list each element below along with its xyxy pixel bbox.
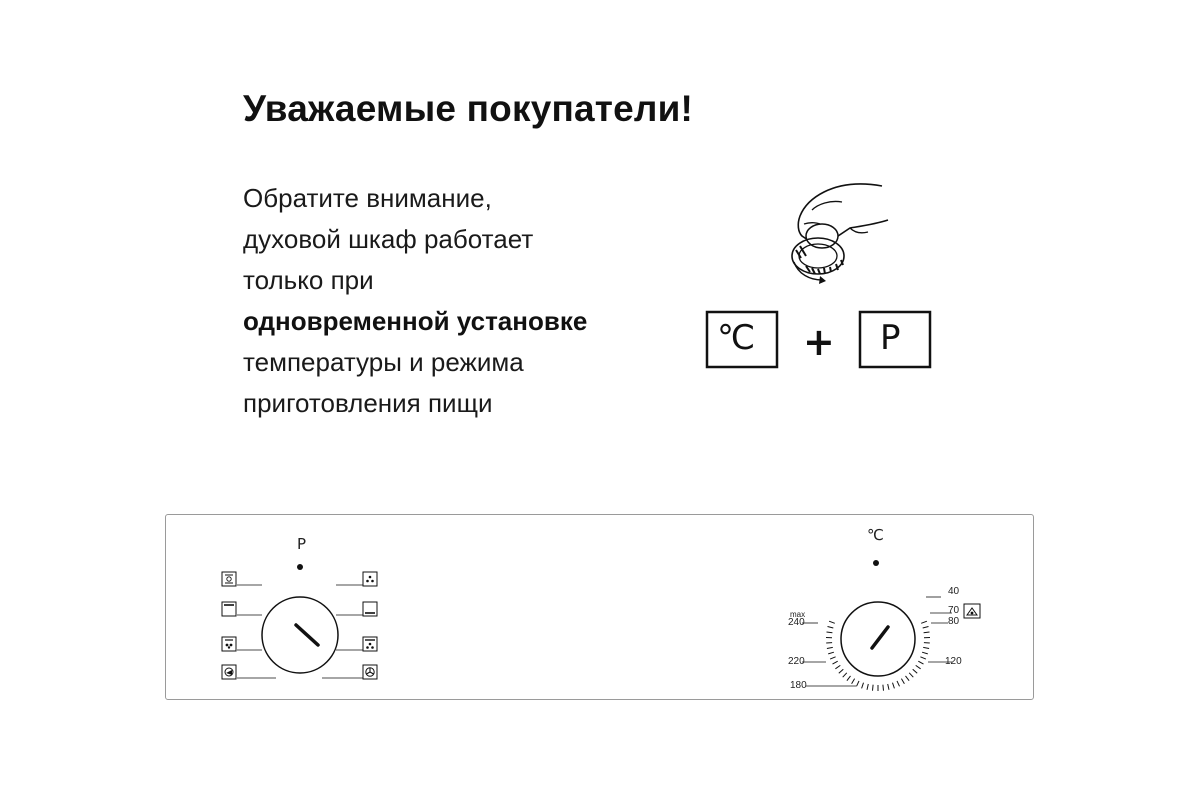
mode-box bbox=[858, 310, 932, 369]
temperature-scale-ticks bbox=[825, 620, 931, 691]
top-bottom-fan-icon bbox=[221, 571, 237, 587]
mode-indicator-dot bbox=[297, 564, 303, 570]
top-heat-icon bbox=[221, 601, 237, 617]
temperature-scale-tick bbox=[896, 680, 900, 687]
temperature-scale-tick bbox=[842, 672, 848, 678]
temperature-scale-tick bbox=[866, 683, 869, 690]
bottom-fan-icon bbox=[221, 636, 237, 652]
temperature-scale-tick bbox=[829, 656, 836, 660]
top-fan-icon bbox=[362, 636, 378, 652]
convection-icon bbox=[362, 664, 378, 680]
temperature-scale-tick bbox=[856, 680, 860, 687]
notice-line: приготовления пищи bbox=[243, 388, 493, 418]
temperature-scale-tick bbox=[826, 646, 833, 649]
notice-line: температуры и режима bbox=[243, 347, 524, 377]
temperature-scale-tick bbox=[892, 682, 895, 689]
temperature-scale-tick bbox=[920, 656, 927, 660]
temperature-max-label: max bbox=[790, 610, 806, 619]
temperature-label-70: 70 bbox=[948, 605, 960, 616]
temperature-scale-tick bbox=[905, 675, 910, 681]
temperature-scale-tick bbox=[851, 678, 856, 685]
temperature-label-40: 40 bbox=[948, 586, 960, 597]
temperature-scale-tick bbox=[921, 651, 928, 655]
temperature-scale-tick bbox=[872, 684, 874, 691]
notice-line: Обратите внимание, bbox=[243, 183, 492, 213]
mode-symbol: P bbox=[880, 318, 901, 358]
temperature-scale-tick bbox=[912, 668, 918, 674]
temperature-knob[interactable] bbox=[840, 601, 916, 677]
mode-knob[interactable] bbox=[261, 596, 339, 674]
temperature-label-80: 80 bbox=[948, 616, 960, 627]
notice-text: Обратите внимание, духовой шкаф работает… bbox=[243, 178, 683, 424]
temperature-scale-tick bbox=[918, 660, 924, 665]
temperature-indicator-dot bbox=[873, 560, 879, 566]
notice-line: только при bbox=[243, 265, 374, 295]
temperature-scale-tick bbox=[900, 678, 905, 685]
temperature-scale-tick bbox=[828, 651, 835, 655]
control-panel-drawing bbox=[221, 560, 981, 691]
temperature-scale-tick bbox=[846, 675, 851, 681]
temperature-scale-tick bbox=[835, 664, 841, 670]
temperature-scale-tick bbox=[923, 631, 930, 634]
notice-line: духовой шкаф работает bbox=[243, 224, 534, 254]
plus-sign: + bbox=[803, 320, 835, 364]
temperature-scale-tick bbox=[882, 684, 884, 691]
temperature-scale-tick bbox=[838, 668, 844, 674]
temperature-scale-tick bbox=[828, 620, 835, 624]
temperature-label-180: 180 bbox=[790, 680, 807, 691]
notice-line-emphasis: одновременной установке bbox=[243, 306, 588, 336]
bottom-heat-icon bbox=[362, 601, 378, 617]
temperature-scale-tick bbox=[861, 682, 864, 689]
temperature-box bbox=[705, 310, 779, 369]
temperature-label-120: 120 bbox=[945, 656, 962, 667]
temperature-label-240: 240 bbox=[788, 617, 805, 628]
temperature-symbol: ℃ bbox=[717, 318, 756, 358]
temperature-scale-tick bbox=[921, 620, 928, 624]
fan-icon bbox=[362, 571, 378, 587]
temperature-scale-tick bbox=[908, 672, 914, 678]
hand-turning-knob-icon bbox=[705, 183, 932, 369]
grill-fan-icon bbox=[221, 664, 237, 680]
temperature-knob-label: ℃ bbox=[867, 526, 884, 544]
oven-control-panel: P ℃ max 240 220 180 120 80 70 40 bbox=[165, 514, 1034, 700]
temperature-scale-tick bbox=[915, 664, 921, 670]
page-title: Уважаемые покупатели! bbox=[243, 88, 694, 129]
temperature-scale-tick bbox=[922, 626, 929, 629]
temperature-scale-tick bbox=[923, 646, 930, 649]
temperature-scale-tick bbox=[832, 660, 838, 665]
hint-illustration: ℃ + P bbox=[700, 170, 950, 380]
temperature-scale-tick bbox=[887, 683, 890, 690]
mode-knob-label: P bbox=[297, 535, 307, 553]
eco-icon bbox=[963, 603, 981, 619]
temperature-label-220: 220 bbox=[788, 656, 805, 667]
temperature-scale-tick bbox=[827, 626, 834, 629]
temperature-scale-tick bbox=[826, 631, 833, 634]
